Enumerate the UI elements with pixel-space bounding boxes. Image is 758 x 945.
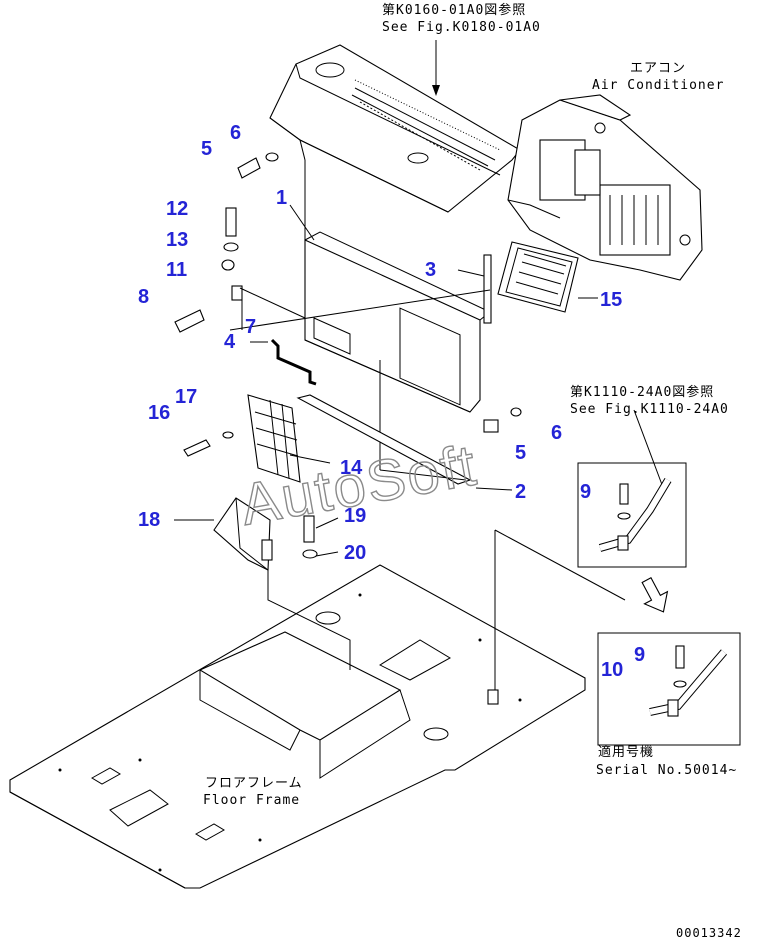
seal-part-2 [296,394,472,485]
callout-14: 14 [340,457,363,479]
duct-cover [269,44,521,213]
doc-number: 00013342 [676,926,742,940]
callout-19: 19 [344,505,366,527]
grille-part-14 [247,394,301,483]
leader-lines [174,40,665,690]
callout-9: 9 [580,481,591,503]
callout-4: 4 [224,331,236,353]
callout-11: 11 [166,259,187,281]
ref-top-jp: 第K0160-01A0図参照 [382,2,526,18]
detail-box-hose [577,462,687,568]
aircon-jp: エアコン [630,61,686,76]
floor-jp: フロアフレーム [205,776,303,791]
ref-right-jp: 第K1110-24A0図参照 [570,384,714,400]
callout-18: 18 [138,509,160,531]
callout-15: 15 [600,289,622,311]
callout-20: 20 [344,542,366,564]
floor-en: Floor Frame [203,793,300,808]
callout-17: 17 [175,386,197,408]
callout-5: 5 [201,138,212,160]
callout-2: 2 [515,481,526,503]
aircon-en: Air Conditioner [592,78,724,93]
floor-frame [9,564,586,889]
callout-3: 3 [425,259,436,281]
callout-9b: 9 [634,644,645,666]
ref-top-en: See Fig.K0180-01A0 [382,20,541,35]
strip-part-3 [483,254,492,324]
callout-1: 1 [276,187,287,209]
filter-part-15 [497,241,579,313]
callout-10: 10 [601,659,623,681]
cover-part-18 [213,497,273,571]
callout-13: 13 [166,229,188,251]
serial-jp: 適用号機 [598,744,654,760]
detail-box-hose-serial [597,632,741,746]
callout-6b: 6 [551,422,562,444]
callout-12: 12 [166,198,188,220]
callout-7: 7 [245,316,256,338]
callout-6: 6 [230,122,241,144]
callout-5b: 5 [515,442,526,464]
callout-16: 16 [148,402,170,424]
air-conditioner-unit [507,94,703,281]
serial-en: Serial No.50014~ [596,763,737,778]
detail-arrow [641,577,669,613]
ref-right-en: See Fig.K1110-24A0 [570,402,729,417]
hardware [174,152,522,559]
panel-part-1 [304,160,491,470]
bracket-part-4 [270,338,317,386]
callout-8: 8 [138,286,149,308]
